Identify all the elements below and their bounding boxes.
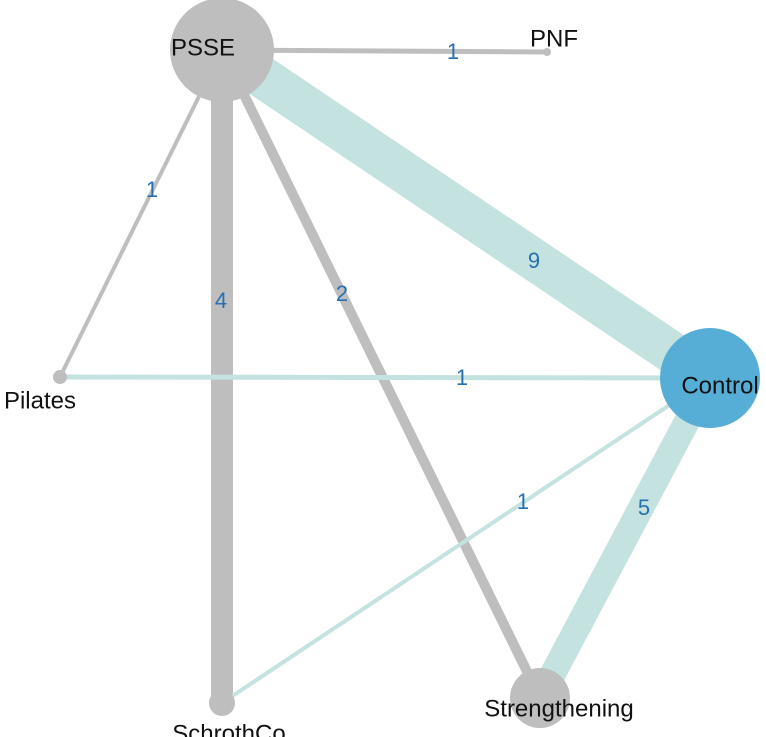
edge-label-strengthening-control: 5 <box>638 495 650 520</box>
node-control <box>660 328 760 428</box>
edge-label-schrothco-control: 1 <box>517 489 529 514</box>
edge-label-pssse-control: 9 <box>528 248 540 273</box>
node-label-control: Control <box>681 372 758 399</box>
node-schrothco <box>209 690 235 716</box>
node-strengthening <box>510 668 570 728</box>
node-label-schrothco: SchrothCo <box>172 720 285 737</box>
edge-strengthening-control <box>528 371 722 705</box>
edge-labels-layer: 1 9 1 4 2 1 1 5 <box>146 39 650 520</box>
edge-pssse-control <box>210 32 722 396</box>
edge-label-pssse-strengthening: 2 <box>336 281 348 306</box>
edge-label-pssse-pnf: 1 <box>447 39 459 64</box>
edge-pssse-pilates <box>58 49 224 378</box>
node-label-pssse: PSSE <box>171 34 235 61</box>
node-label-pnf: PNF <box>530 25 578 52</box>
edge-label-pssse-pilates: 1 <box>146 177 158 202</box>
edge-label-pilates-control: 1 <box>456 365 468 390</box>
edge-schrothco-control <box>220 376 712 705</box>
node-pnf <box>543 48 551 56</box>
edge-label-pssse-schrothco: 4 <box>215 288 227 313</box>
node-pssse <box>170 0 274 102</box>
node-pilates <box>53 370 67 384</box>
edge-pssse-strengthening <box>217 47 545 701</box>
edge-pilates-control <box>59 374 711 381</box>
nodes-layer <box>53 0 760 728</box>
node-label-strengthening: Strengthening <box>484 695 633 722</box>
edge-pssse-pnf <box>221 47 548 55</box>
edges-layer <box>58 32 722 705</box>
node-label-pilates: Pilates <box>4 387 76 414</box>
